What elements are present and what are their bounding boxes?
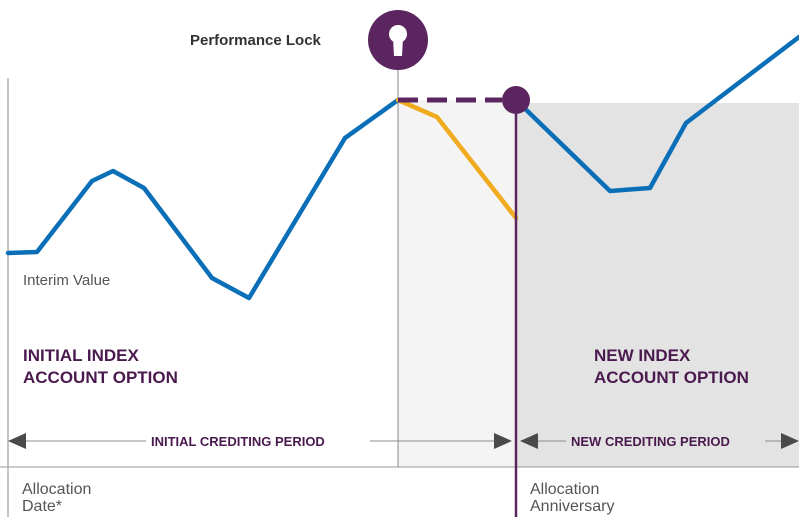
allocation-date-line1: Allocation xyxy=(22,481,92,498)
performance-lock-label: Performance Lock xyxy=(190,32,321,49)
interim-value-label: Interim Value xyxy=(23,272,111,289)
lock-zone-shading xyxy=(398,100,516,467)
allocation-date-label: Allocation Date* xyxy=(22,481,91,515)
lock-point-marker xyxy=(502,86,530,114)
declining-index-line xyxy=(395,97,519,221)
new-index-line xyxy=(513,34,799,194)
allocation-anniversary-line2: Anniversary xyxy=(530,498,615,515)
initial-index-line xyxy=(5,97,401,301)
allocation-anniversary-line1: Allocation xyxy=(530,481,600,498)
allocation-date-line2: Date* xyxy=(22,498,63,515)
allocation-anniversary-label: Allocation Anniversary xyxy=(530,481,614,515)
new-option-line2: ACCOUNT OPTION xyxy=(594,368,749,387)
new-option-shading xyxy=(516,103,799,467)
initial-option-line1: INITIAL INDEX xyxy=(23,346,139,365)
initial-option-line2: ACCOUNT OPTION xyxy=(23,368,178,387)
initial-period-arrow xyxy=(8,433,512,449)
keyhole-lock-icon xyxy=(368,10,428,70)
new-option-line1: NEW INDEX xyxy=(594,346,691,365)
new-option-label: NEW INDEX ACCOUNT OPTION xyxy=(594,345,749,389)
new-crediting-period-label: NEW CREDITING PERIOD xyxy=(571,434,730,449)
new-period-arrow xyxy=(520,433,799,449)
initial-crediting-period-label: INITIAL CREDITING PERIOD xyxy=(151,434,325,449)
initial-option-label: INITIAL INDEX ACCOUNT OPTION xyxy=(23,345,178,389)
